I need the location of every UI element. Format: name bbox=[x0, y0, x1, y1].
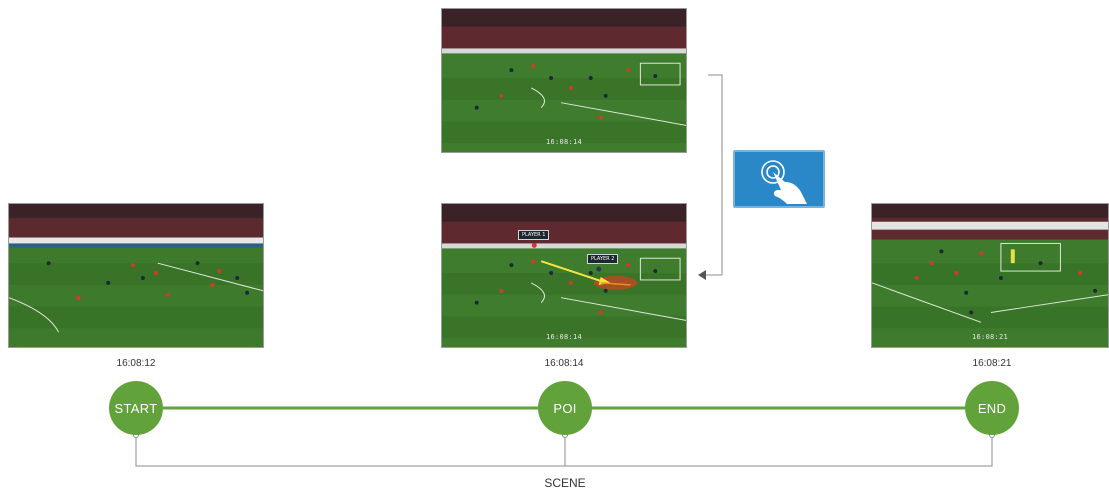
tap-gesture-icon bbox=[761, 160, 807, 204]
start-frame[interactable] bbox=[8, 203, 264, 348]
poi-node[interactable]: POI bbox=[538, 381, 592, 435]
poi-frame[interactable]: PLAYER 1 PLAYER 2 16:08:14 bbox=[441, 203, 687, 348]
end-node[interactable]: END bbox=[965, 381, 1019, 435]
poi-timestamp: 16:08:14 bbox=[544, 358, 584, 369]
tap-gesture-button[interactable] bbox=[733, 150, 825, 208]
scene-bracket bbox=[135, 435, 993, 467]
start-frame-image bbox=[9, 204, 263, 347]
connector-arrow bbox=[698, 74, 723, 280]
end-timestamp: 16:08:21 bbox=[972, 358, 1012, 369]
poi-raw-overlay-timestamp: 16:08:14 bbox=[545, 138, 583, 146]
end-frame[interactable]: 16:08:21 bbox=[871, 203, 1109, 348]
player-1-tag: PLAYER 1 bbox=[518, 230, 550, 240]
start-node[interactable]: START bbox=[109, 381, 163, 435]
poi-frame-image bbox=[442, 204, 686, 347]
poi-raw-frame[interactable]: 16:08:14 bbox=[441, 8, 687, 153]
poi-overlay-timestamp: 16:08:14 bbox=[545, 333, 583, 341]
player-2-tag: PLAYER 2 bbox=[587, 254, 619, 264]
end-frame-image bbox=[872, 204, 1108, 347]
start-timestamp: 16:08:12 bbox=[116, 358, 156, 369]
poi-raw-frame-image bbox=[442, 9, 686, 152]
scene-label: SCENE bbox=[544, 476, 586, 490]
end-overlay-timestamp: 16:08:21 bbox=[971, 333, 1009, 341]
